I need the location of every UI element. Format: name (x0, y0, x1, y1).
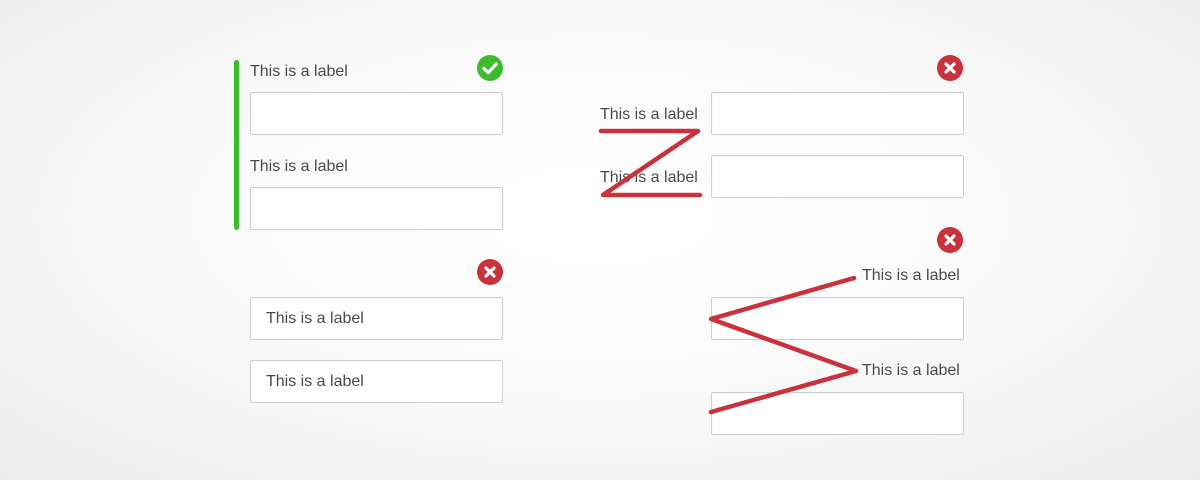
placeholder-label: This is a label (266, 310, 364, 327)
field-label: This is a label (250, 158, 348, 175)
text-input[interactable]: This is a label (250, 360, 503, 403)
text-input[interactable] (711, 92, 964, 135)
field-label: This is a label (862, 362, 960, 379)
text-input[interactable] (711, 392, 964, 435)
field-label: This is a label (600, 106, 698, 123)
success-bar (234, 60, 239, 230)
check-circle-icon (477, 55, 503, 81)
text-input[interactable] (711, 155, 964, 198)
close-circle-icon (477, 259, 503, 285)
field-label: This is a label (862, 267, 960, 284)
field-label: This is a label (250, 63, 348, 80)
text-input[interactable]: This is a label (250, 297, 503, 340)
placeholder-label: This is a label (266, 373, 364, 390)
text-input[interactable] (711, 297, 964, 340)
text-input[interactable] (250, 92, 503, 135)
close-circle-icon (937, 227, 963, 253)
text-input[interactable] (250, 187, 503, 230)
field-label: This is a label (600, 169, 698, 186)
close-circle-icon (937, 55, 963, 81)
